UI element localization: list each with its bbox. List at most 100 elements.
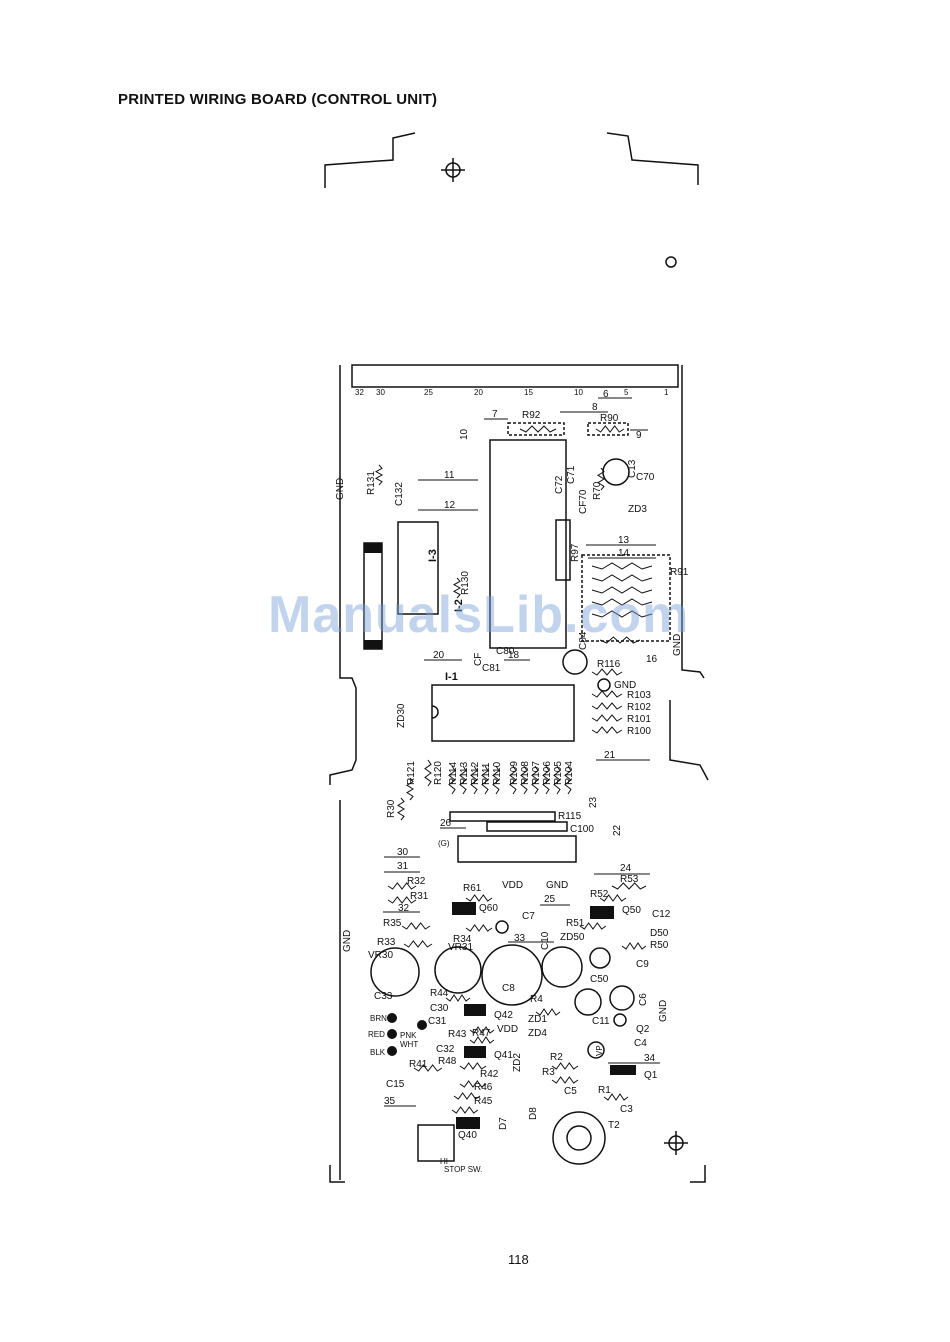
capacitor-label: C15 (386, 1079, 405, 1090)
net-label: 20 (433, 650, 445, 661)
capacitor-label: C100 (570, 824, 594, 835)
hi-label: HI (440, 1157, 448, 1166)
gnd-label: GND (672, 634, 683, 656)
gnd-label: GND (658, 1000, 669, 1022)
resistor-label: R113 (459, 761, 470, 785)
resistor-symbol (403, 940, 433, 948)
resistor-symbol (551, 1062, 579, 1070)
gnd-label: GND (342, 930, 353, 952)
resistor-label: R121 (406, 761, 417, 785)
resistor-symbol (595, 425, 625, 433)
resistor-label: R44 (430, 988, 449, 999)
net-label: 23 (588, 796, 599, 808)
resistor-label: R50 (650, 940, 669, 951)
resistor-symbol (599, 636, 641, 644)
resistor-symbol (453, 1092, 481, 1100)
resistor-label: R104 (564, 761, 575, 785)
net-label: 35 (384, 1096, 396, 1107)
resistor-label: R52 (590, 889, 609, 900)
variable-resistor-label: VR31 (448, 942, 473, 953)
resistor-label: R70 (592, 481, 603, 500)
capacitor-label: C81 (482, 663, 501, 674)
resistor-symbol (591, 586, 653, 594)
capacitor-label: C7 (522, 911, 535, 922)
connector-pin-label: 1 (664, 388, 669, 397)
resistor-symbol (387, 882, 417, 890)
net-label: 12 (444, 500, 456, 511)
resistor-label: R92 (522, 410, 541, 421)
gnd-label: GND (546, 880, 568, 891)
resistor-label: R2 (550, 1052, 563, 1063)
resistor-label: R112 (470, 761, 481, 785)
connector-pin-label: 5 (624, 388, 629, 397)
resistor-symbol (445, 994, 471, 1002)
net-label: 6 (603, 389, 609, 400)
wire-red-label: RED (368, 1030, 385, 1039)
net-label: 31 (397, 861, 409, 872)
capacitor-label: C5 (564, 1086, 577, 1097)
resistor-label: R30 (386, 799, 397, 818)
net-label: 16 (646, 654, 658, 665)
connector-pin-label: 30 (376, 388, 385, 397)
wire-brn-label: BRN (370, 1014, 387, 1023)
wire-blk-label: BLK (370, 1048, 386, 1057)
capacitor-label: C12 (652, 909, 671, 920)
zener-label: ZD3 (628, 504, 647, 515)
capacitor-label: C84 (578, 631, 589, 650)
resistor-symbol (599, 894, 627, 902)
resistor-symbol (591, 610, 653, 618)
net-label: 10 (459, 428, 470, 440)
resistor-label: R108 (520, 761, 531, 785)
resistor-label: R102 (627, 702, 651, 713)
resistor-symbol (509, 765, 517, 795)
capacitor-label: C10 (540, 931, 551, 950)
net-label: 22 (612, 824, 623, 836)
resistor-label: R42 (480, 1069, 499, 1080)
transistor-label: Q60 (479, 903, 498, 914)
net-label: 25 (544, 894, 556, 905)
g1-label: (G) (438, 839, 450, 848)
capacitor-label: C70 (636, 472, 655, 483)
capacitor-label: C31 (428, 1016, 447, 1027)
resistor-label: R114 (448, 761, 459, 785)
resistor-label: R91 (670, 567, 689, 578)
wire-pnk-label: PNK (400, 1031, 417, 1040)
capacitor-label: C50 (590, 974, 609, 985)
cf-label: CF (473, 653, 484, 666)
resistor-label: R43 (448, 1029, 467, 1040)
resistor-symbol (459, 1080, 487, 1088)
resistor-label: R4 (530, 994, 543, 1005)
net-label: 9 (636, 430, 642, 441)
connector-pin-label: 15 (524, 388, 533, 397)
capacitor-label: C132 (394, 482, 405, 506)
resistor-symbol (591, 598, 653, 606)
capacitor-label: C13 (627, 459, 638, 478)
resistor-symbol (401, 922, 431, 930)
connector-pin-label: 10 (574, 388, 583, 397)
resistor-label: R47 (472, 1028, 491, 1039)
resistor-label: R109 (509, 761, 520, 785)
resistor-symbol (611, 882, 647, 890)
resistor-label: R51 (566, 918, 585, 929)
diode-label: D7 (498, 1117, 509, 1130)
net-label: 18 (508, 650, 520, 661)
transistor-label: Q50 (622, 905, 641, 916)
vdd-label: VDD (497, 1024, 518, 1035)
variable-resistor-label: VR30 (368, 950, 393, 961)
capacitor-label: C33 (374, 991, 393, 1002)
resistor-symbol (591, 726, 623, 734)
transistor-label: Q40 (458, 1130, 477, 1141)
connector-pin-label: 20 (474, 388, 483, 397)
zener-label: ZD4 (528, 1028, 547, 1039)
resistor-symbol (470, 765, 478, 795)
resistor-symbol (452, 577, 462, 599)
resistor-label: R45 (474, 1096, 493, 1107)
resistor-symbol (591, 574, 653, 582)
resistor-symbol (591, 562, 653, 570)
resistor-symbol (469, 1026, 495, 1034)
resistor-label: R1 (598, 1085, 611, 1096)
resistor-label: R130 (460, 571, 471, 595)
resistor-label: R48 (438, 1056, 457, 1067)
resistor-label: R100 (627, 726, 651, 737)
resistor-label: R131 (366, 471, 377, 495)
